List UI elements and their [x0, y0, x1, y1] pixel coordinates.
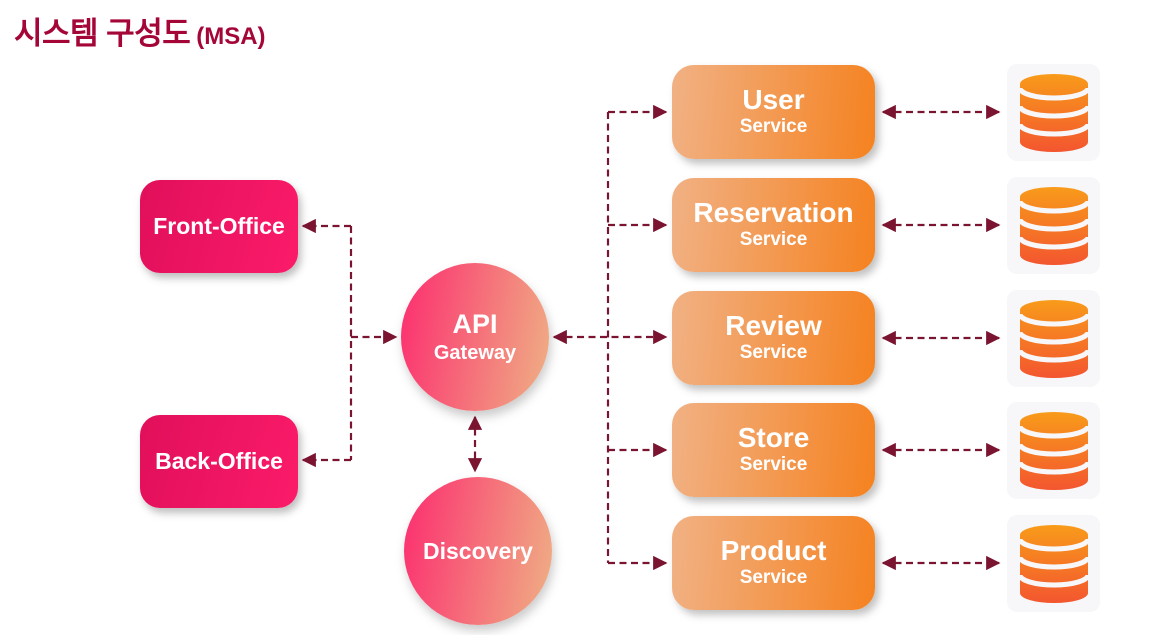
database-icon — [1017, 524, 1090, 603]
database-tile-product — [1007, 515, 1100, 612]
database-icon — [1017, 73, 1090, 152]
service-name: Review — [725, 310, 822, 342]
service-sub: Service — [739, 116, 808, 137]
page-title: 시스템 구성도(MSA) — [14, 8, 266, 53]
api-gateway-label-line1: API — [452, 309, 498, 340]
front-office-label: Front-Office — [153, 213, 285, 239]
service-sub: Service — [739, 342, 808, 363]
back-office-node: Back-Office — [140, 415, 298, 508]
database-tile-reservation — [1007, 177, 1100, 274]
service-node-product: Product Service — [672, 516, 875, 610]
database-tile-store — [1007, 402, 1100, 499]
database-icon — [1017, 411, 1090, 490]
api-gateway-label-line2: Gateway — [433, 341, 517, 364]
service-name: Product — [720, 535, 827, 567]
service-sub: Service — [739, 229, 808, 250]
database-tile-user — [1007, 64, 1100, 161]
service-node-reservation: Reservation Service — [672, 178, 875, 272]
service-name: Reservation — [693, 197, 854, 229]
service-name: User — [742, 84, 805, 116]
database-tile-review — [1007, 290, 1100, 387]
database-icon — [1017, 186, 1090, 265]
service-sub: Service — [739, 567, 808, 588]
service-node-user: User Service — [672, 65, 875, 159]
page-title-main: 시스템 구성도 — [14, 16, 191, 51]
back-office-label: Back-Office — [155, 448, 283, 474]
service-node-store: Store Service — [672, 403, 875, 497]
discovery-label: Discovery — [423, 537, 533, 564]
api-gateway-node: API Gateway — [401, 263, 549, 411]
database-icon — [1017, 299, 1090, 378]
discovery-node: Discovery — [404, 477, 552, 625]
service-node-review: Review Service — [672, 291, 875, 385]
service-name: Store — [737, 422, 810, 454]
front-office-node: Front-Office — [140, 180, 298, 273]
service-sub: Service — [739, 454, 808, 475]
page-title-suffix: (MSA) — [196, 23, 266, 50]
